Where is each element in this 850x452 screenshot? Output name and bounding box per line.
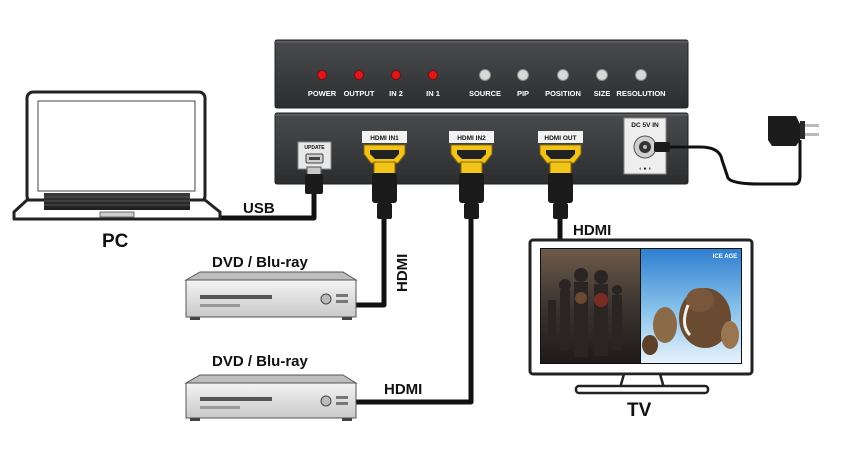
cables	[214, 140, 802, 405]
dvd-top-label: DVD / Blu-ray	[212, 254, 309, 271]
resolution-button[interactable]: RESOLUTION	[616, 69, 666, 99]
hdmi-in2-cable-label: HDMI	[384, 381, 422, 398]
hdmi-out-port-label: HDMI OUT	[544, 135, 576, 142]
led-label: POWER	[308, 89, 337, 98]
hdmi-in2-port-label: HDMI IN2	[457, 135, 486, 142]
tv-label: TV	[627, 400, 652, 421]
button-label: SOURCE	[469, 89, 501, 98]
dvd-player-bottom	[184, 374, 358, 421]
switcher-front-panel: POWER OUTPUT IN 2 IN 1 SOURCE PIP POSITION SIZ…	[274, 39, 689, 109]
power-cord	[668, 140, 802, 186]
led-power: POWER	[308, 70, 337, 98]
usb-cable-label: USB	[243, 200, 275, 217]
button-knob[interactable]	[557, 69, 569, 81]
hdmi-out-port: HDMI OUT	[538, 131, 583, 164]
hdmi-in1-port: HDMI IN1	[362, 131, 407, 164]
hdmi-in1-port-label: HDMI IN1	[370, 135, 399, 142]
button-label: RESOLUTION	[616, 89, 665, 98]
power-adapter-icon	[768, 116, 819, 146]
button-label: POSITION	[545, 89, 581, 98]
source-button[interactable]: SOURCE	[469, 69, 501, 99]
tv-icon: ICE AGE	[528, 238, 754, 395]
dvd-bottom-label: DVD / Blu-ray	[212, 353, 309, 370]
pip-button[interactable]: PIP	[517, 69, 529, 99]
usb-cable	[214, 190, 317, 221]
pc-label: PC	[102, 231, 129, 252]
led-light	[428, 70, 438, 80]
led-output: OUTPUT	[344, 70, 375, 98]
led-light	[317, 70, 327, 80]
position-button[interactable]: POSITION	[545, 69, 581, 99]
button-label: PIP	[517, 89, 529, 98]
led-label: IN 2	[389, 89, 403, 98]
cable-plugs	[305, 142, 670, 219]
button-knob[interactable]	[596, 69, 608, 81]
laptop-icon	[12, 90, 222, 221]
hdmi-out-cable-label: HDMI	[573, 222, 611, 239]
led-label: OUTPUT	[344, 89, 375, 98]
dc-power-port: DC 5V IN ◐ ● ◑	[623, 117, 667, 175]
update-port-label: UPDATE	[304, 145, 325, 151]
svg-text:◐ ● ◑: ◐ ● ◑	[639, 166, 651, 172]
hdmi-in1-cable	[355, 218, 387, 308]
tv-screen-left	[541, 249, 640, 363]
led-in1: IN 1	[426, 70, 440, 98]
dvd-player-top	[184, 271, 358, 320]
led-in2: IN 2	[389, 70, 403, 98]
size-button[interactable]: SIZE	[594, 69, 611, 99]
button-label: SIZE	[594, 89, 611, 98]
dc-port-label: DC 5V IN	[631, 122, 659, 129]
update-port: UPDATE	[297, 141, 332, 170]
tv-logo: ICE AGE	[713, 254, 737, 260]
led-light	[354, 70, 364, 80]
hdmi-in1-cable-label: HDMI	[394, 254, 411, 292]
button-knob[interactable]	[635, 69, 647, 81]
hdmi-in2-port: HDMI IN2	[449, 131, 494, 164]
hdmi-in2-cable	[356, 218, 474, 405]
button-knob[interactable]	[517, 69, 529, 81]
led-light	[391, 70, 401, 80]
led-label: IN 1	[426, 89, 440, 98]
button-knob[interactable]	[479, 69, 491, 81]
